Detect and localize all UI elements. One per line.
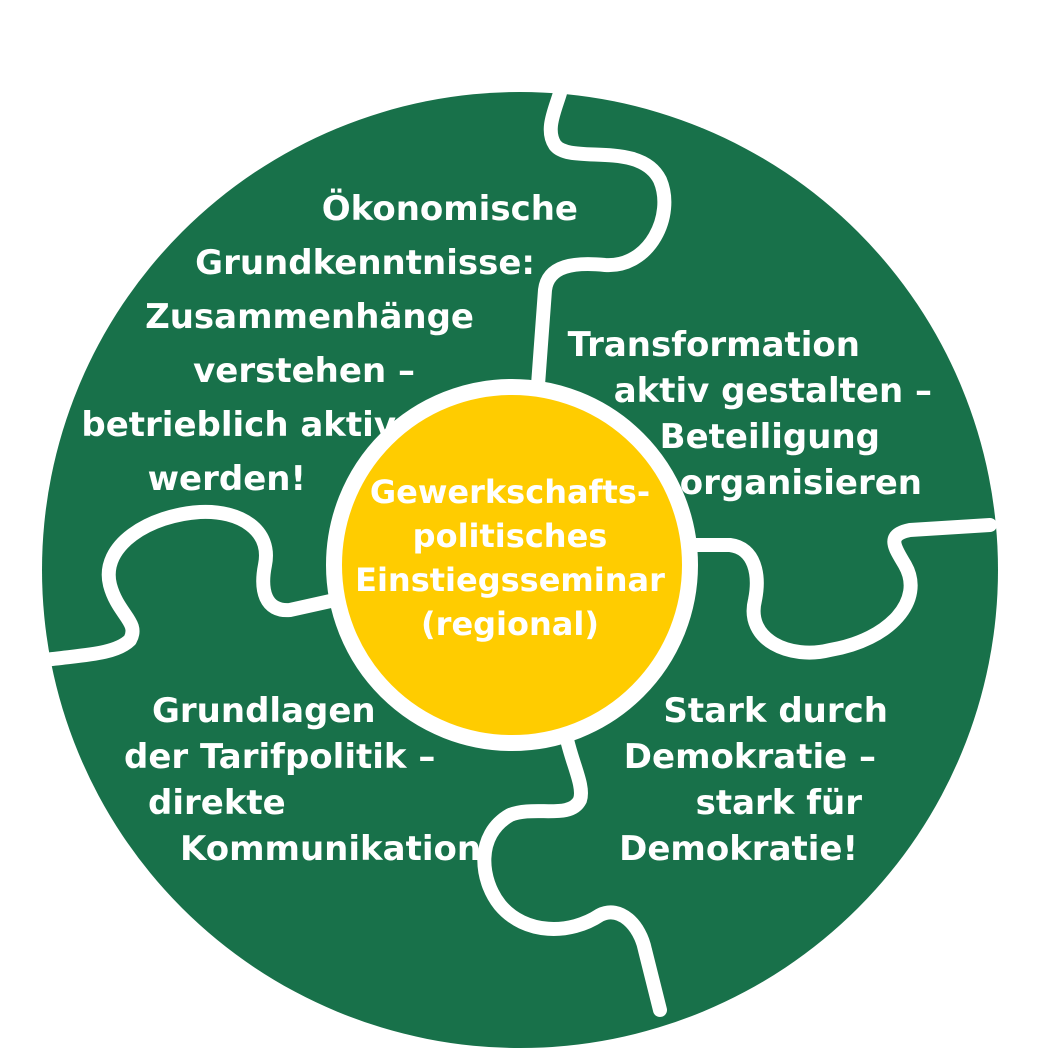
center-circle: [326, 379, 698, 751]
labels-br-line-1: Demokratie –: [624, 737, 876, 777]
labels-tr-line-2: Beteiligung: [660, 417, 880, 457]
seam-top: [531, 86, 672, 392]
seam-left: [38, 504, 342, 667]
labels-center-line-3: (regional): [421, 605, 599, 643]
labels-tl-line-3: verstehen –: [193, 351, 415, 391]
labels-br-line-3: Demokratie!: [619, 829, 858, 869]
labels-bl-line-3: Kommunikation: [180, 829, 481, 869]
labels-tl-line-4: betrieblich aktiv: [81, 405, 396, 445]
seam-right: [683, 518, 997, 660]
labels-tr-line-1: aktiv gestalten –: [614, 371, 932, 411]
labels-bl-line-2: direkte: [148, 783, 286, 823]
labels-tl-line-1: Grundkenntnisse:: [195, 243, 535, 283]
labels-br-line-0: Stark durch: [663, 691, 888, 731]
center-title: Gewerkschafts-politischesEinstiegssemina…: [355, 473, 665, 643]
seam-bottom: [477, 723, 667, 1017]
puzzle-seams: [38, 86, 997, 1017]
labels-bl-line-0: Grundlagen: [152, 691, 376, 731]
labels-tr-line-0: Transformation: [568, 325, 860, 365]
labels-tr-line-3: organisieren: [680, 463, 922, 503]
labels-center-line-0: Gewerkschafts-: [370, 473, 650, 511]
labels-center-line-2: Einstiegsseminar: [355, 561, 665, 599]
piece-bottom-left: Grundlagen der Tarifpolitik – direkteKommu…: [124, 691, 481, 869]
labels-tl-line-0: Ökonomische: [322, 188, 578, 229]
piece-top-right: Transformation aktiv gestalten – Beteiligu…: [568, 325, 932, 503]
labels-br-line-2: stark für: [696, 783, 863, 823]
labels-tl-line-2: Zusammenhänge: [145, 297, 474, 337]
labels-tl-line-5: werden!: [148, 459, 306, 499]
labels-bl-line-1: der Tarifpolitik –: [124, 737, 435, 777]
labels-center-line-1: politisches: [413, 517, 608, 555]
